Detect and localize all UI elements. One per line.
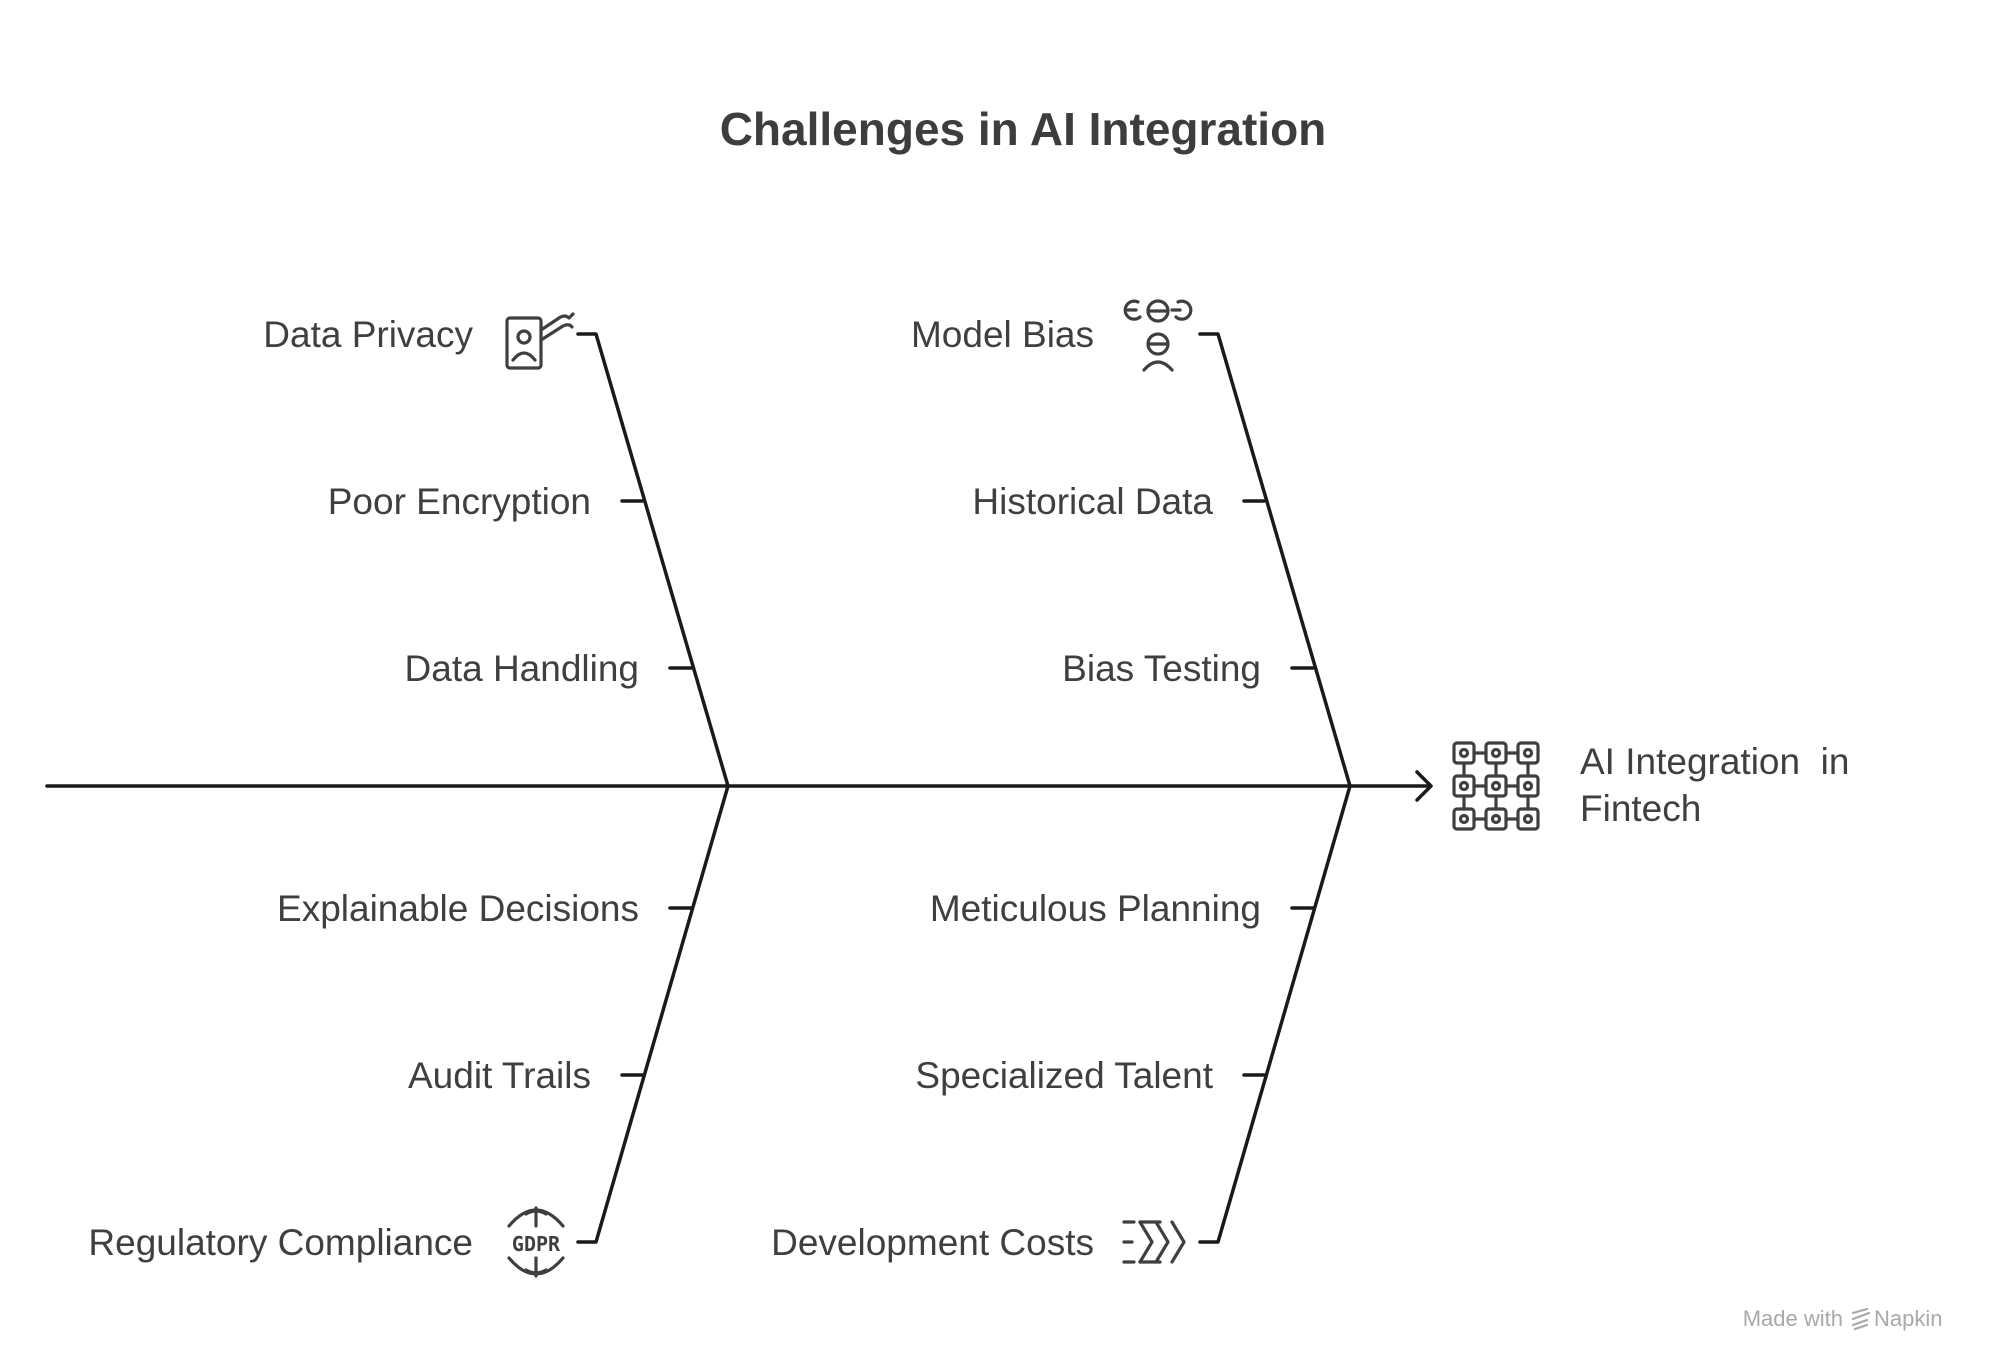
cause-specialized-talent: Specialized Talent: [915, 1055, 1213, 1096]
head-label-line1: AI Integration in: [1580, 741, 1849, 782]
branch-development-costs: Development Costs Meticulous Planning Sp…: [771, 784, 1352, 1264]
cause-poor-encryption: Poor Encryption: [328, 481, 591, 522]
footer-watermark: Made with Napkin: [1743, 1306, 1943, 1331]
chevrons-icon: [1122, 1220, 1186, 1264]
cause-explainable-decisions: Explainable Decisions: [277, 888, 639, 929]
cause-historical-data: Historical Data: [972, 481, 1213, 522]
branch-label-model-bias: Model Bias: [911, 314, 1094, 355]
head-label-line2: Fintech: [1580, 788, 1701, 829]
branch-data-privacy: Data Privacy Poor Encryption Data Handli…: [263, 312, 730, 788]
branch-model-bias: Model Bias Historical Data Bias Testing: [911, 299, 1352, 788]
bias-faces-icon: [1123, 299, 1193, 372]
spine: [45, 770, 1433, 802]
id-card-icon: [505, 312, 575, 370]
gdpr-globe-icon: GDPR: [507, 1206, 565, 1278]
branch-label-data-privacy: Data Privacy: [263, 314, 473, 355]
diagram-title: Challenges in AI Integration: [720, 103, 1327, 155]
cause-meticulous-planning: Meticulous Planning: [930, 888, 1261, 929]
circuit-grid-icon: [1452, 741, 1540, 831]
footer-brand: Napkin: [1874, 1306, 1942, 1331]
gdpr-icon-text: GDPR: [512, 1232, 561, 1256]
branch-regulatory-compliance: Regulatory Compliance Explainable Decisi…: [88, 784, 730, 1278]
cause-data-handling: Data Handling: [405, 648, 639, 689]
cause-audit-trails: Audit Trails: [408, 1055, 591, 1096]
effect-head: AI Integration in Fintech: [1452, 741, 1849, 831]
branch-label-development-costs: Development Costs: [771, 1222, 1094, 1263]
napkin-logo-icon: [1851, 1307, 1871, 1331]
branch-label-regulatory-compliance: Regulatory Compliance: [88, 1222, 473, 1263]
footer-made-with: Made with: [1743, 1306, 1843, 1331]
cause-bias-testing: Bias Testing: [1062, 648, 1261, 689]
